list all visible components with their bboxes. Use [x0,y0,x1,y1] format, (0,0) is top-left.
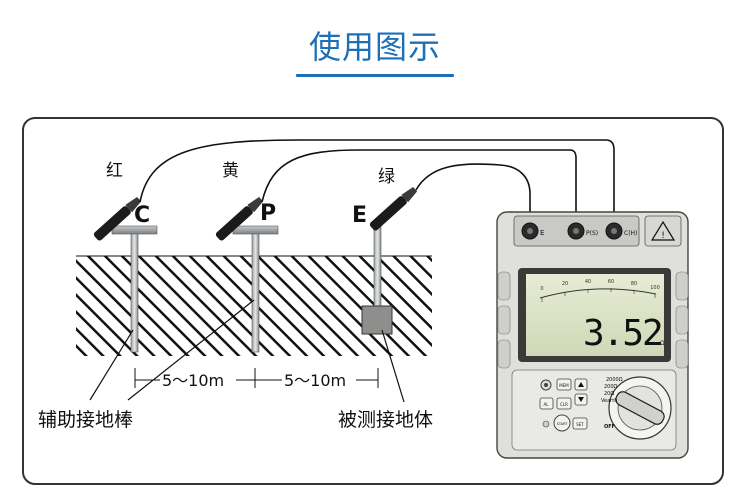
range-200: 200Ω [604,384,618,390]
set-button [572,417,588,430]
pointer-aux-2 [127,299,255,401]
title-underline [296,74,454,77]
wire-e [415,163,531,218]
svg-text:CLR: CLR [560,402,568,407]
spacing-label-1: 5～10m [162,371,224,390]
lcd-reading: 3.52 [583,313,662,354]
page-title: 使用图示 [308,28,441,66]
warning-icon [650,220,676,241]
electrode-letter-p: P [260,201,276,226]
range-off: OFF [604,424,615,430]
svg-text:80: 80 [631,281,637,287]
pointer-measured [381,329,405,403]
svg-text:60: 60 [608,279,614,285]
wire-color-label-p: 黄 [222,161,239,181]
clr-button [556,397,572,410]
svg-text:40: 40 [585,279,591,285]
range-20: 20Ω [604,391,614,397]
svg-text:MEM: MEM [559,383,569,388]
analog-scale [539,288,657,299]
terminal-label-e: E [540,229,544,237]
clip-p [215,196,264,241]
spacing-label-2: 5～10m [284,371,346,390]
start-button [553,414,571,432]
clip-e [369,186,418,231]
electrode-p [232,225,279,353]
wire-color-label-c: 红 [106,161,123,181]
svg-text:100: 100 [650,285,660,291]
terminal-label-p: P(S) [586,230,598,237]
svg-text:AL: AL [544,402,550,407]
range-2000: 2000Ω [606,377,623,383]
pointer-aux-1 [89,329,134,401]
svg-text:START: START [557,422,569,426]
lcd-screen [526,274,664,356]
small-indicator [542,420,550,428]
range-vearth: Vearth [601,398,617,404]
wire-color-label-e: 绿 [378,167,395,187]
caption-aux-rods: 辅助接地棒 [38,409,133,431]
electrode-letter-c: C [134,203,150,228]
clip-c [93,196,142,241]
dimension-line [134,368,379,388]
electrode-e [361,221,393,335]
caption-measured-body: 被测接地体 [338,409,433,431]
al-button [539,397,554,410]
dial-knob [615,391,665,425]
meter: ! E P(S) C(H) 0 20 40 60 80 100 [496,211,689,459]
lcd-unit: Ω [660,340,665,347]
scale-ticks [541,288,656,302]
mem-button [556,378,572,391]
svg-text:0: 0 [540,286,543,292]
wire-p [261,149,577,218]
wire-c [139,139,615,218]
svg-text:20: 20 [562,281,568,287]
electrode-letter-e: E [352,203,367,228]
terminal-label-c: C(H) [624,230,637,237]
svg-text:!: ! [661,231,665,241]
svg-text:SET: SET [576,422,584,427]
